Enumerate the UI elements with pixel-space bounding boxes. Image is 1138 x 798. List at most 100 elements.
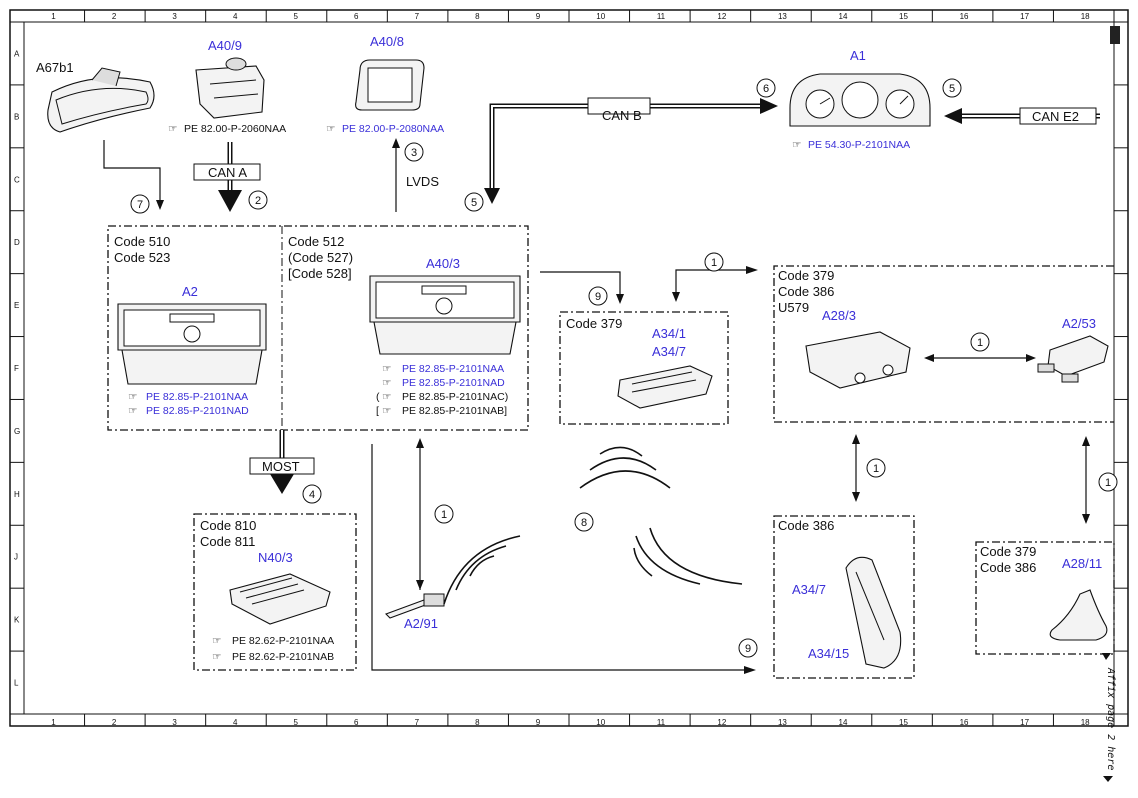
code-a28-11-2: Code 386 — [980, 560, 1036, 575]
callout-number: 1 — [977, 337, 983, 349]
code-a34-1: Code 379 — [566, 316, 622, 331]
code-a40-3-2: (Code 527) — [288, 250, 353, 265]
callout-number: 4 — [309, 489, 315, 501]
grid-row-label: A — [14, 49, 20, 58]
radio-unit-icon — [117, 303, 267, 385]
can-a-bus: CAN A — [193, 142, 261, 212]
grid-row-label: C — [14, 175, 20, 184]
ref-a40-3-4-open: [ — [376, 405, 379, 417]
wire-head-to-a34-15-arrow-icon — [744, 666, 756, 674]
grid-col-label: 6 — [354, 718, 359, 727]
most-bus: MOST — [249, 430, 315, 494]
callout-circle — [130, 194, 150, 214]
label-a34-7a: A34/7 — [652, 344, 686, 359]
ref-a2-1: PE 82.85-P-2101NAA — [146, 391, 248, 403]
corner-mark-icon — [1110, 26, 1120, 44]
phone-cradle-icon — [617, 365, 713, 409]
callout-circle — [588, 286, 608, 306]
callout-number: 6 — [763, 83, 769, 95]
callout-circle — [404, 142, 424, 162]
callout-number: 1 — [1105, 477, 1111, 489]
roof-antenna-icon — [1049, 589, 1108, 641]
controller-unit-icon — [195, 57, 265, 119]
grid-col-label: 9 — [536, 12, 541, 21]
wire-a28-left-arrow-icon — [924, 354, 934, 362]
wire-a28-right-arrow-icon — [746, 266, 758, 274]
callout-number: 9 — [595, 291, 601, 303]
ref-a40-3-2: PE 82.85-P-2101NAD — [402, 377, 505, 389]
ref-a40-8: PE 82.00-P-2080NAA — [342, 123, 444, 135]
ref-icon-n40-1: ☞ — [212, 635, 221, 647]
wire-a2-91-down-arrow-icon — [416, 580, 424, 590]
side-note: Affix page 2 here — [1105, 667, 1116, 770]
callout-number: 1 — [441, 509, 447, 521]
grid-col-label: 18 — [1081, 718, 1090, 727]
callout-number: 9 — [745, 643, 751, 655]
wire-a28-11-down-arrow-icon — [1082, 514, 1090, 524]
grid-row-label: H — [14, 490, 20, 499]
callout-circle — [248, 190, 268, 210]
callout-circle — [302, 484, 322, 504]
wire-head-to-a34-15 — [371, 444, 746, 671]
callout-circle — [756, 78, 776, 98]
label-a28-3: A28/3 — [822, 308, 856, 323]
grid-col-label: 12 — [717, 718, 726, 727]
wire-head-to-a34 — [540, 271, 621, 296]
wire-head-to-a34-arrow-icon — [616, 294, 624, 304]
callout-circle — [434, 504, 454, 524]
grid-col-label: 5 — [294, 718, 299, 727]
can-b-bus: CAN B — [484, 97, 778, 204]
grid-row-label: G — [14, 427, 20, 436]
label-lvds: LVDS — [406, 174, 439, 189]
callout-number: 2 — [255, 195, 261, 207]
code-a40-3-3: [Code 528] — [288, 266, 352, 281]
ref-icon-a2-1: ☞ — [128, 391, 137, 403]
box-n40-3 — [193, 513, 357, 671]
label-a2-91: A2/91 — [404, 616, 438, 631]
ref-icon-a40-8: ☞ — [326, 123, 335, 135]
wire-down-arrow-icon — [852, 492, 860, 502]
grid-col-label: 15 — [899, 12, 908, 21]
grid-col-label: 7 — [415, 718, 420, 727]
label-a1: A1 — [850, 48, 866, 63]
label-can-e2: CAN E2 — [1032, 109, 1079, 124]
code-a2-2: Code 523 — [114, 250, 170, 265]
grid-col-label: 4 — [233, 12, 238, 21]
code-n40-1: Code 810 — [200, 518, 256, 533]
ref-n40-2: PE 82.62-P-2101NAB — [232, 651, 334, 663]
ref-icon-a40-3-1: ☞ — [382, 363, 391, 375]
grid-col-label: 11 — [657, 12, 666, 21]
label-a40-9: A40/9 — [208, 38, 242, 53]
label-a40-3: A40/3 — [426, 256, 460, 271]
grid-row-label: J — [14, 553, 18, 562]
callout-circle — [704, 252, 724, 272]
grid-row-label: K — [14, 616, 20, 625]
display-unit-icon — [355, 59, 425, 111]
code-a28-3: U579 — [778, 300, 809, 315]
grid-col-label: 4 — [233, 718, 238, 727]
wire-a67b1 — [103, 140, 161, 204]
label-a67b1: A67b1 — [36, 60, 74, 75]
grid-col-label: 2 — [112, 12, 117, 21]
grid-col-label: 3 — [172, 12, 177, 21]
callout-number: 7 — [137, 199, 143, 211]
callout-number: 5 — [471, 197, 477, 209]
grid-col-label: 1 — [51, 718, 56, 727]
grid-col-label: 10 — [596, 718, 605, 727]
callout-number: 1 — [711, 257, 717, 269]
grid-col-label: 8 — [475, 718, 480, 727]
label-a28-11: A28/11 — [1062, 556, 1102, 571]
amplifier-icon — [229, 573, 331, 625]
code-a2-1: Code 510 — [114, 234, 170, 249]
callout-number: 8 — [581, 517, 587, 529]
label-a34-15: A34/15 — [808, 646, 849, 661]
callout-circle — [970, 332, 990, 352]
grid-col-label: 9 — [536, 718, 541, 727]
label-n40-3: N40/3 — [258, 550, 293, 565]
grid-row-label: L — [14, 679, 19, 688]
ref-n40-1: PE 82.62-P-2101NAA — [232, 635, 334, 647]
callout-circle — [1098, 472, 1118, 492]
callout-circle — [738, 638, 758, 658]
ref-icon-a2-2: ☞ — [128, 405, 137, 417]
